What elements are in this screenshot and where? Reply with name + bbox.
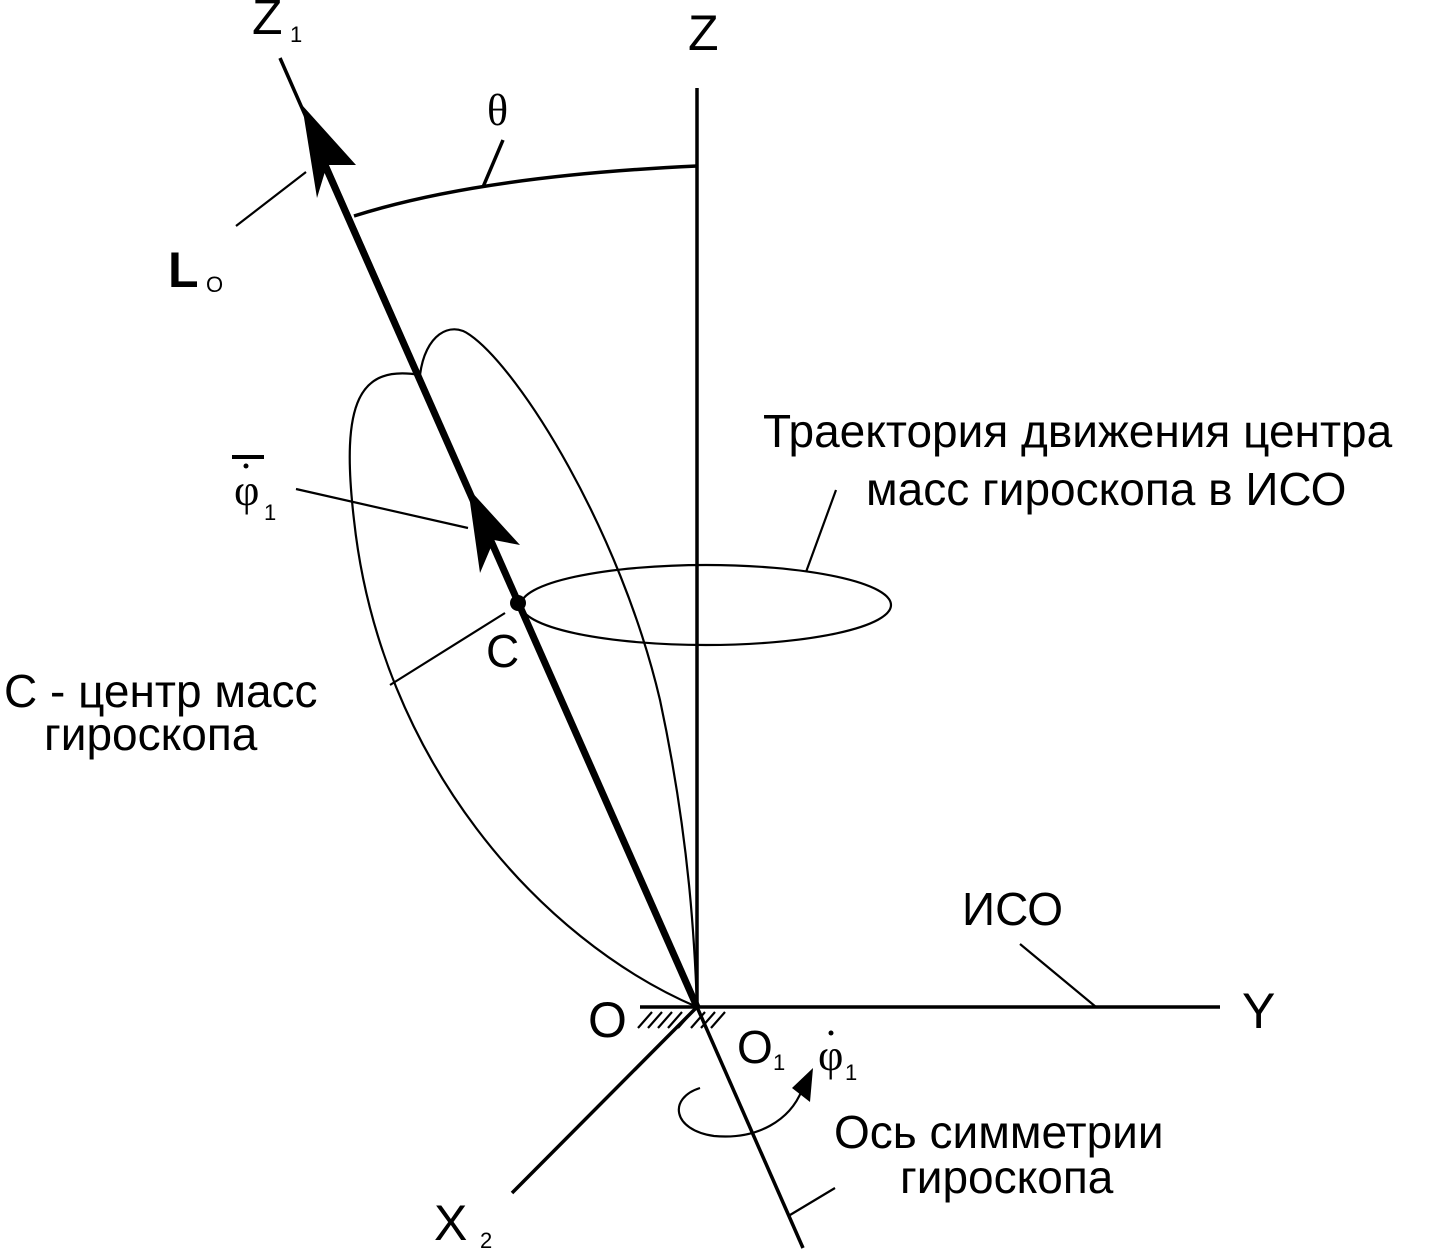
phi-bar-label: φ bbox=[234, 466, 259, 515]
x2-label: X bbox=[434, 1195, 467, 1251]
symmetry-axis bbox=[695, 1006, 805, 1249]
z1-subscript: 1 bbox=[290, 22, 302, 47]
z1-label: Z bbox=[252, 0, 283, 45]
l0-subscript: O bbox=[206, 272, 223, 297]
x2-axis bbox=[510, 1005, 699, 1195]
center-caption-line1: С - центр масс bbox=[4, 665, 318, 717]
phi-dot-subscript: 1 bbox=[845, 1060, 857, 1085]
center-leader bbox=[389, 612, 506, 686]
phi-dot-mark bbox=[828, 1030, 834, 1036]
o1-subscript: 1 bbox=[773, 1050, 785, 1075]
l0-label: L bbox=[168, 242, 199, 298]
z-label: Z bbox=[688, 5, 719, 61]
symmetry-caption-line2: гироскопа bbox=[900, 1151, 1114, 1203]
symmetry-tick bbox=[789, 1187, 836, 1216]
loop-trajectory bbox=[348, 328, 699, 1009]
y-label: Y bbox=[1242, 983, 1275, 1039]
iso-leader bbox=[1019, 943, 1097, 1008]
l0-leader bbox=[235, 171, 307, 227]
center-caption-line2: гироскопа bbox=[44, 708, 258, 760]
theta-arc bbox=[353, 164, 698, 218]
angular-velocity-arrowhead bbox=[468, 488, 520, 573]
phi-bar-dot-mark bbox=[243, 463, 249, 469]
ground-hatch bbox=[637, 1011, 726, 1029]
trajectory-caption-line1: Траектория движения центра bbox=[763, 405, 1393, 457]
phi-bar-subscript: 1 bbox=[264, 500, 276, 525]
phi-dot-label: φ bbox=[818, 1031, 843, 1080]
o1-label: O bbox=[737, 1021, 773, 1073]
symmetry-caption-line1: Ось симметрии bbox=[834, 1106, 1164, 1158]
trajectory-leader bbox=[804, 489, 838, 573]
theta-label: θ bbox=[487, 86, 508, 135]
phi-bar-leader bbox=[295, 487, 469, 530]
x2-subscript: 2 bbox=[480, 1228, 492, 1253]
angular-momentum-vector bbox=[312, 143, 701, 1009]
origin-label: O bbox=[588, 992, 627, 1048]
rotation-arrow bbox=[677, 1086, 804, 1138]
center-trajectory-ellipse bbox=[519, 563, 893, 647]
theta-leader bbox=[481, 139, 505, 188]
c-point-label: C bbox=[486, 625, 519, 677]
rotation-arrowhead bbox=[792, 1068, 813, 1102]
center-of-mass-point bbox=[510, 595, 526, 611]
trajectory-caption-line2: масс гироскопа в ИСО bbox=[866, 463, 1346, 515]
iso-label: ИСО bbox=[962, 883, 1063, 935]
angular-momentum-arrowhead bbox=[302, 105, 356, 198]
